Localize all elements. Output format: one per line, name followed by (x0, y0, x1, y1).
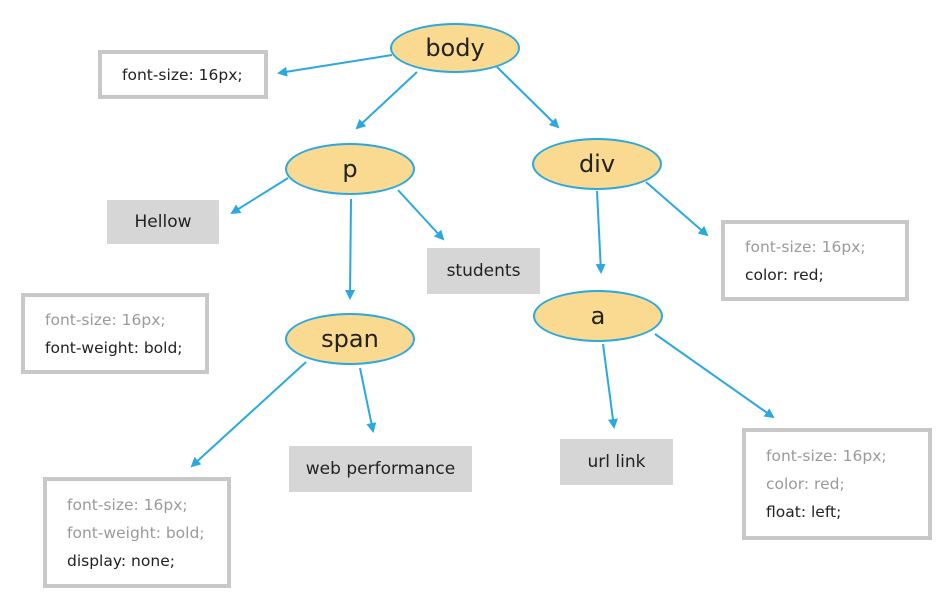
style-box-div: font-size: 16px; color: red; (721, 220, 909, 301)
style-line: float: left; (766, 503, 842, 521)
arrow-div-to-a (595, 190, 606, 274)
arrow-span-to-web-performance (359, 367, 377, 433)
arrow-span-to-style (190, 361, 307, 468)
arrow-p-to-span (345, 198, 356, 300)
arrow-p-to-hellow (230, 177, 289, 215)
text-node-url-link: url link (560, 439, 673, 485)
style-line: font-size: 16px; (122, 65, 243, 84)
style-line: font-size: 16px; (45, 310, 166, 329)
style-line: display: none; (67, 551, 175, 570)
style-line: font-weight: bold; (67, 523, 205, 542)
node-span: span (285, 313, 415, 365)
style-line: font-size: 16px; (745, 237, 866, 256)
arrow-p-to-students (397, 189, 445, 241)
arrow-a-to-url-link (602, 343, 618, 429)
style-line: color: red; (745, 265, 824, 284)
text-node-hellow: Hellow (107, 200, 219, 244)
node-body: body (390, 23, 520, 73)
text-node-web-performance: web performance (289, 446, 472, 492)
arrow-body-to-style (277, 54, 393, 77)
text-node-students: students (427, 248, 540, 294)
arrow-a-to-style (654, 333, 775, 419)
node-a: a (533, 290, 663, 342)
style-line: font-size: 16px; (766, 447, 887, 465)
arrow-body-to-div (496, 66, 560, 129)
style-line: color: red; (766, 475, 845, 493)
arrow-body-to-p (355, 71, 418, 130)
arrow-div-to-style (645, 181, 709, 237)
node-div: div (532, 138, 662, 190)
style-box-p: font-size: 16px; font-weight: bold; (21, 293, 209, 374)
style-line: font-size: 16px; (67, 495, 188, 514)
node-p: p (285, 143, 415, 195)
style-box-body: font-size: 16px; (98, 50, 268, 99)
style-line: font-weight: bold; (45, 338, 183, 357)
style-box-span: font-size: 16px; font-weight: bold; disp… (43, 477, 231, 588)
style-box-a: font-size: 16px; color: red; float: left… (742, 428, 932, 540)
